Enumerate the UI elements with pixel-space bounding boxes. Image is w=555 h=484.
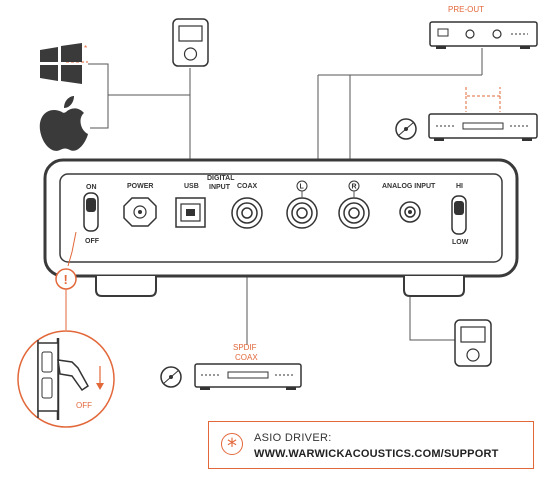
analog-music-player-icon (454, 319, 492, 367)
apple-icon (39, 96, 88, 151)
coax-label: COAX (237, 183, 258, 190)
switch-detail-zoom (17, 330, 115, 428)
dac-device (43, 158, 519, 297)
analog-right-socket (338, 197, 370, 229)
power-socket (123, 197, 157, 227)
svg-text:!: ! (64, 272, 68, 287)
spdif-coax-label: COAX (235, 353, 258, 362)
svg-text:L: L (300, 184, 305, 191)
asio-driver-note: * ASIO DRIVER: WWW.WARWICKACOUSTICS.COM/… (208, 421, 534, 469)
asterisk-icon: * (221, 433, 243, 458)
spdif-label: SPDIF (233, 343, 257, 352)
spdif-cd-player-icon (160, 363, 302, 390)
windows-asterisk: * (84, 44, 87, 53)
music-player-icon (172, 18, 209, 67)
preamp-icon (429, 21, 538, 49)
cd-player-icon (395, 113, 538, 141)
windows-icon (40, 43, 82, 84)
left-channel-marker: L (296, 180, 308, 192)
low-label: LOW (452, 239, 469, 246)
pre-out-label: PRE-OUT (448, 5, 484, 14)
digital-label: DIGITAL (207, 175, 235, 182)
right-channel-marker: R (348, 180, 360, 192)
power-switch[interactable] (83, 192, 99, 232)
coax-socket (231, 197, 263, 229)
analog-input-label: ANALOG INPUT (382, 183, 436, 190)
usb-port (175, 197, 206, 228)
off-label: OFF (85, 238, 100, 245)
dashed-lines (65, 52, 501, 112)
hi-label: HI (456, 183, 463, 190)
warning-icon: ! (55, 268, 77, 290)
asio-url[interactable]: WWW.WARWICKACOUSTICS.COM/SUPPORT (254, 448, 499, 460)
power-label: POWER (127, 183, 153, 190)
on-label: ON (86, 184, 97, 191)
usb-label: USB (184, 183, 199, 190)
svg-text:R: R (352, 184, 357, 191)
off-detail-label: OFF (76, 401, 92, 410)
gain-switch[interactable] (451, 195, 467, 235)
analog-jack (399, 201, 421, 223)
analog-left-socket (286, 197, 318, 229)
connection-lines (88, 48, 483, 345)
input-label: INPUT (209, 184, 231, 191)
asio-title: ASIO DRIVER: (254, 432, 332, 444)
